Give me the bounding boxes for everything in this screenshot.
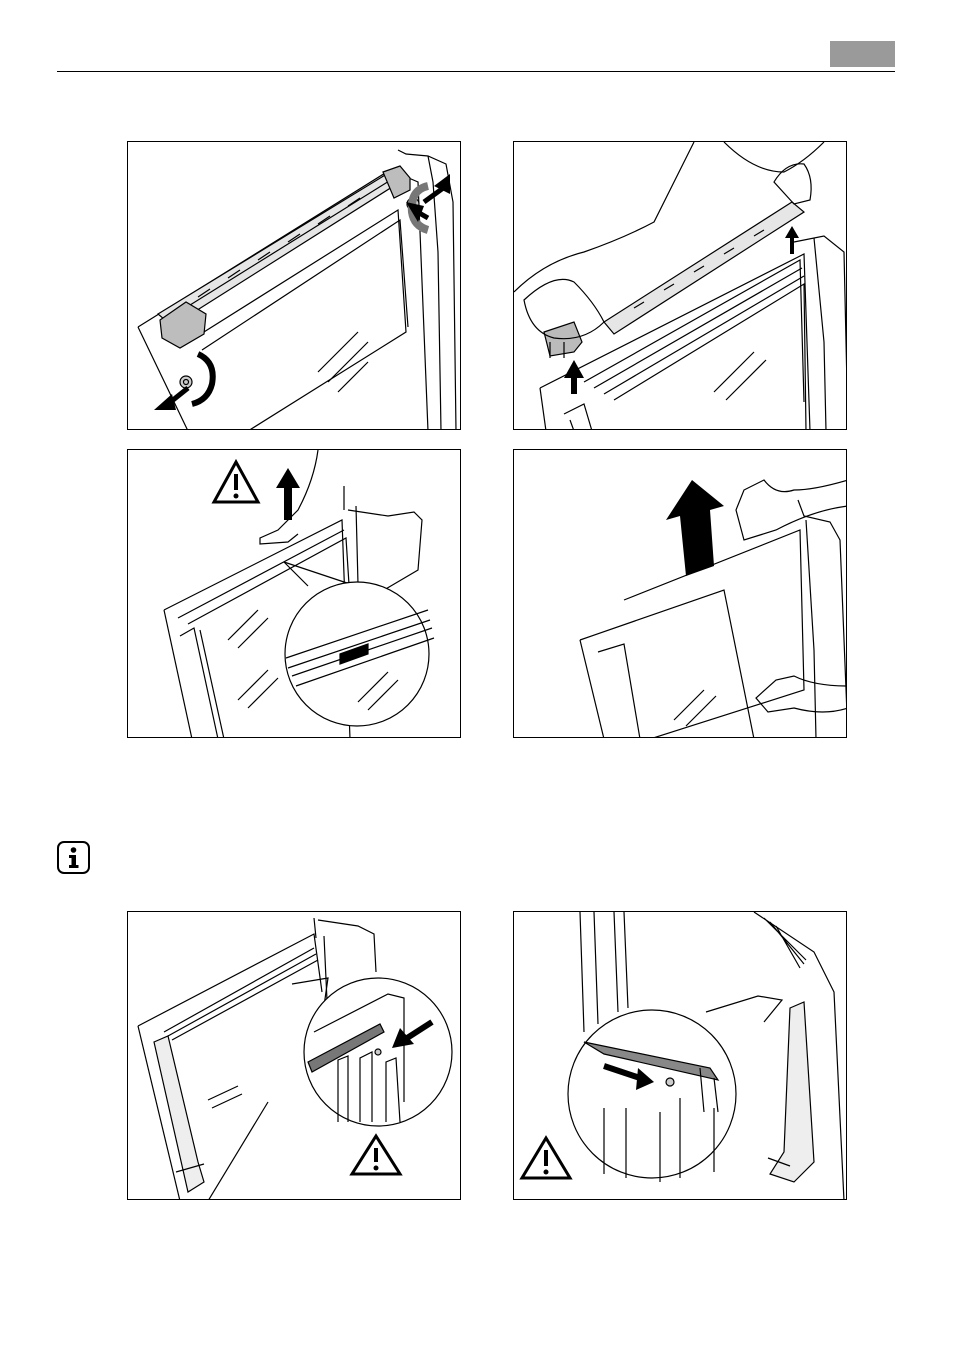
up-arrow-icon <box>666 480 724 576</box>
header-rule <box>57 71 895 72</box>
rotate-arrow-icon <box>192 354 213 404</box>
lift-trim-illustration <box>514 142 847 430</box>
info-icon <box>57 841 90 874</box>
figure-lift-trim <box>513 141 847 430</box>
refit-seal-right-illustration <box>514 912 847 1200</box>
figure-refit-seal-right <box>513 911 847 1200</box>
door-trim-illustration <box>128 142 461 430</box>
refit-seal-left-illustration <box>128 912 461 1200</box>
figure-remove-glass <box>513 449 847 738</box>
figure-lift-inner-glass <box>127 449 461 738</box>
figure-refit-seal-left <box>127 911 461 1200</box>
lift-glass-illustration <box>128 450 461 738</box>
remove-glass-illustration <box>514 450 847 738</box>
figure-release-trim <box>127 141 461 430</box>
section-tab <box>830 41 895 67</box>
